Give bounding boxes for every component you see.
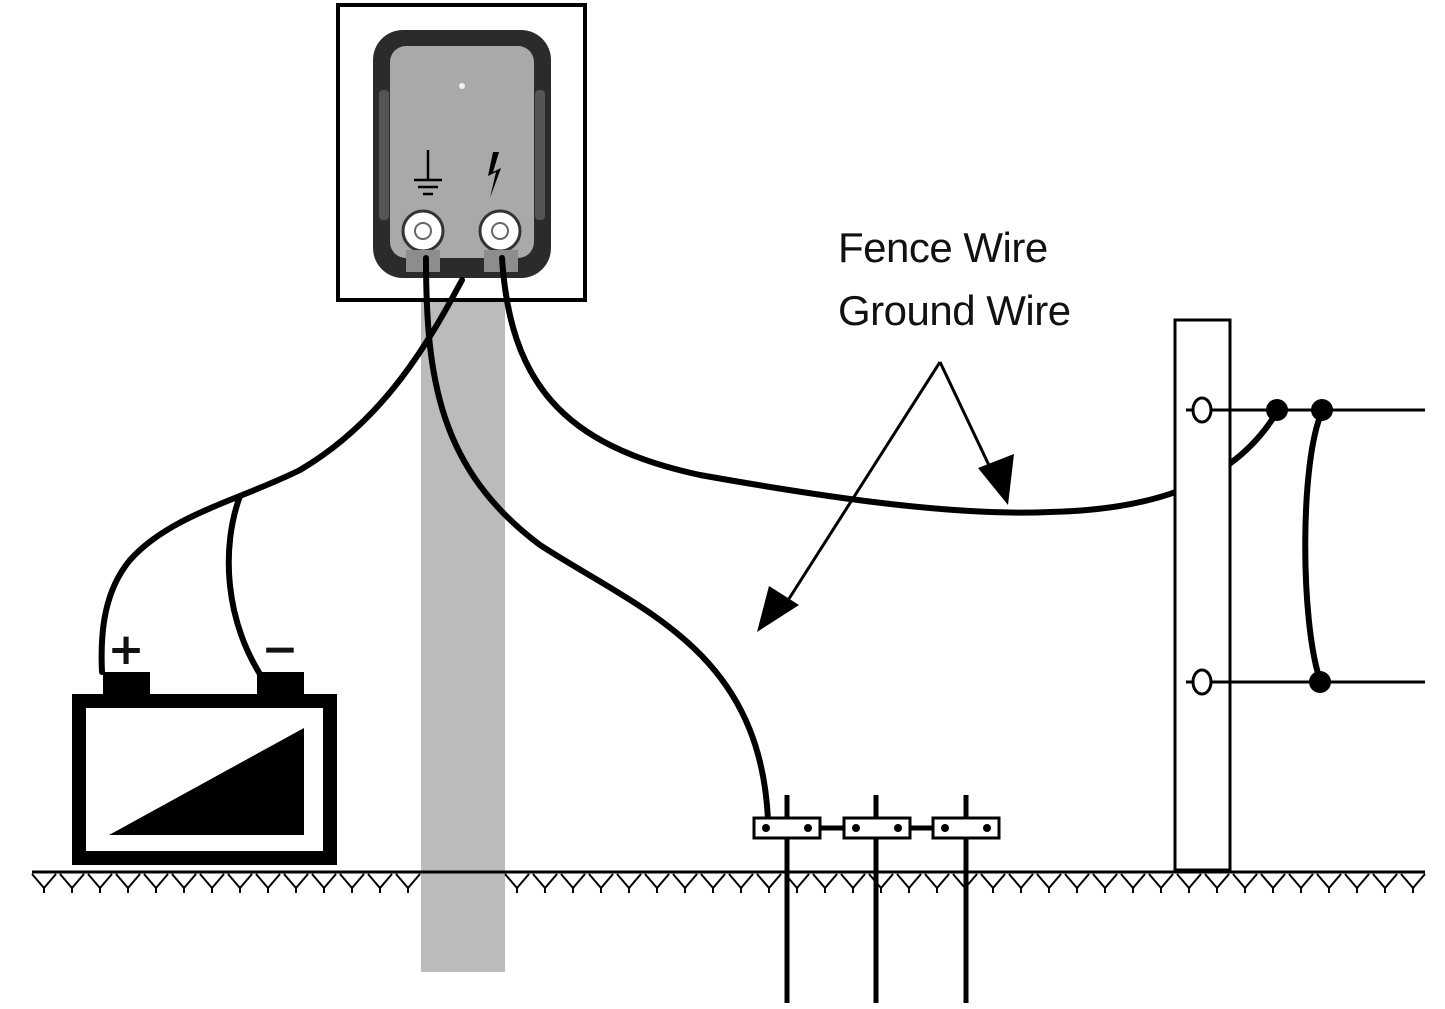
wire-connection-point bbox=[1311, 399, 1333, 421]
battery-lead-from-energizer bbox=[98, 277, 465, 675]
mounting-post bbox=[421, 285, 505, 972]
insulator bbox=[1186, 396, 1213, 424]
fence-wire-arrowhead bbox=[978, 454, 1014, 505]
battery-negative-sign: − bbox=[262, 624, 299, 675]
ground-wire-arrowhead bbox=[757, 586, 799, 632]
ground-symbol-icon bbox=[414, 150, 442, 196]
insulator bbox=[1186, 668, 1213, 696]
lightning-bolt-icon bbox=[488, 152, 501, 198]
ground-wire-label: Ground Wire bbox=[838, 287, 1071, 334]
fence-jumper-wire bbox=[1302, 409, 1325, 683]
power-indicator-light bbox=[459, 83, 465, 89]
fence-wire-pointer-arrow bbox=[938, 361, 997, 479]
battery-negative-lead bbox=[225, 493, 270, 688]
fence-energizer bbox=[373, 30, 551, 278]
ground-rod-clamp bbox=[931, 816, 1001, 840]
fence-wire-label: Fence Wire bbox=[838, 224, 1048, 271]
ground-rod-clamp bbox=[752, 816, 822, 840]
wire-connection-point bbox=[1266, 399, 1288, 421]
ground-wire bbox=[423, 255, 771, 823]
wire-connection-point bbox=[1309, 671, 1331, 693]
fence-wire bbox=[499, 255, 1280, 516]
ground-rod-clamp bbox=[842, 816, 912, 840]
battery: + − bbox=[72, 624, 337, 865]
ground-rods bbox=[752, 795, 1001, 1003]
ground-hatching bbox=[31, 873, 1426, 893]
battery-positive-sign: + bbox=[108, 624, 145, 675]
battery-charge-indicator bbox=[109, 728, 304, 835]
ground-terminal bbox=[401, 209, 445, 272]
ground-wire-pointer-arrow bbox=[783, 361, 942, 606]
